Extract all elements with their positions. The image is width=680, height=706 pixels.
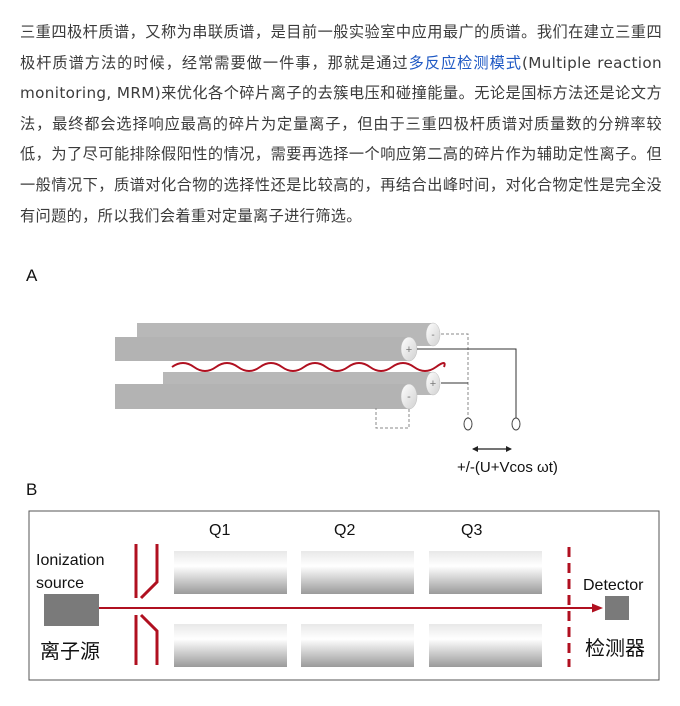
source-label-en-2: source xyxy=(36,575,84,592)
figure-b-label: B xyxy=(26,480,38,499)
ion-beam-arrowhead xyxy=(592,603,603,613)
detector-label-en: Detector xyxy=(583,577,644,594)
source-label-zh: 离子源 xyxy=(40,640,100,663)
terminal-right xyxy=(511,417,521,431)
ionization-source xyxy=(44,594,99,626)
source-label-en-1: Ionization xyxy=(36,552,105,569)
q1-label: Q1 xyxy=(209,522,230,539)
ion-lens xyxy=(134,544,159,665)
quadrupole-rods-diagram: - + + - +/-(U+Vcos ωt) xyxy=(115,322,558,476)
detector xyxy=(605,596,629,620)
q3-label: Q3 xyxy=(461,522,482,539)
rod-sign: - xyxy=(431,330,434,341)
mrm-link[interactable]: 多反应检测模式 xyxy=(408,53,522,72)
rod-top-front: + xyxy=(115,336,418,362)
voltage-label: +/-(U+Vcos ωt) xyxy=(457,459,558,476)
intro-paragraph: 三重四极杆质谱，又称为串联质谱，是目前一般实验室中应用最广的质谱。我们在建立三重… xyxy=(20,17,662,231)
triple-quad-schematic: Q1 Q2 Q3 Ionization source 离子源 Detector … xyxy=(28,510,660,681)
ion-trajectory xyxy=(171,362,446,372)
paragraph-text-1: 三重四极杆质谱，又称为串联质谱，是目前一般实验室中应用最广的质谱。我们在建立三重… xyxy=(20,23,662,72)
figure-a-label: A xyxy=(26,266,38,285)
rod-sign: + xyxy=(430,378,436,390)
wiring xyxy=(375,333,517,429)
paragraph-text-2: (Multiple reaction monitoring, MRM)来优化各个… xyxy=(20,53,662,225)
q2-label: Q2 xyxy=(334,522,355,539)
rod-bottom-front: - xyxy=(115,383,418,410)
rod-sign: + xyxy=(406,344,412,356)
rod-sign: - xyxy=(407,391,411,403)
detector-label-zh: 检测器 xyxy=(585,637,645,660)
terminal-left xyxy=(463,417,473,431)
quadrupole-rods xyxy=(174,551,542,667)
